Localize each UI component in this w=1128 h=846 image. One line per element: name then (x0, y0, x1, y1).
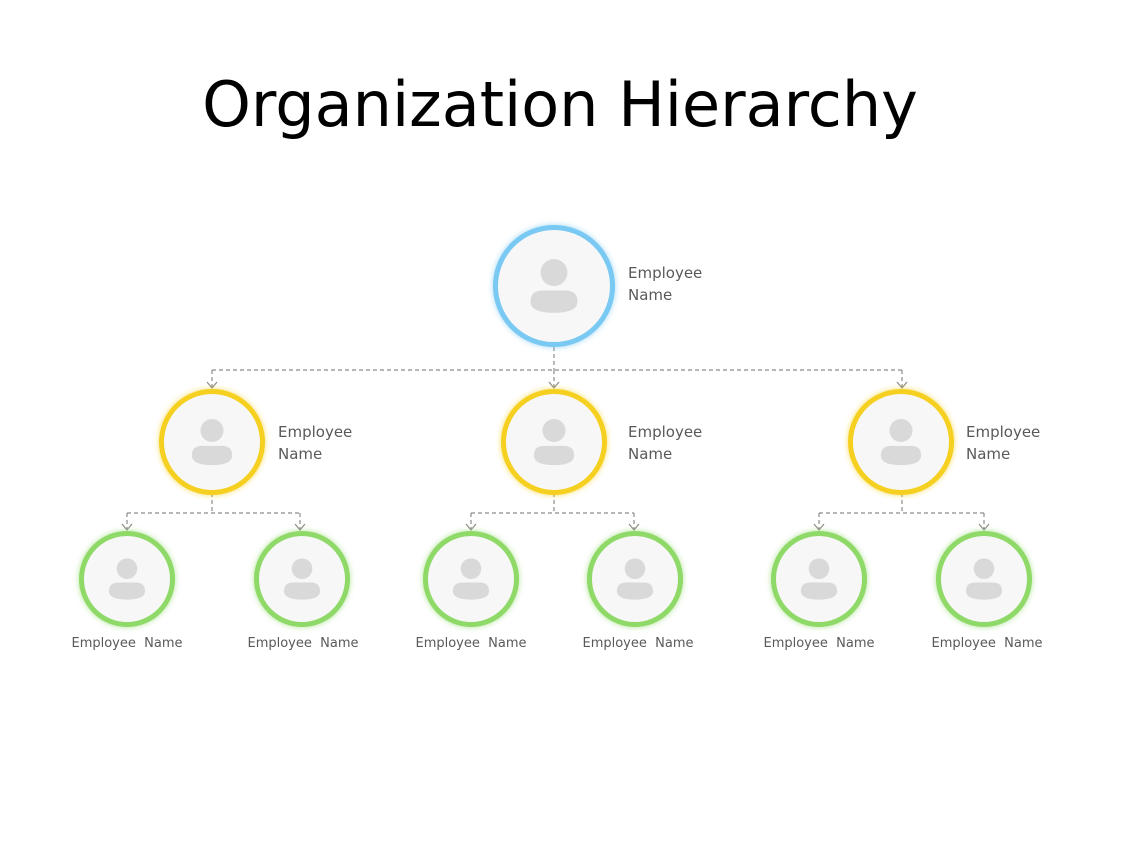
staff-node[interactable] (423, 531, 519, 627)
person-avatar-icon (616, 558, 654, 600)
label-line-2: Name (966, 445, 1011, 463)
arrow-down-icon (896, 381, 908, 389)
label-line-1: Employee (628, 264, 703, 282)
person-avatar-icon (530, 259, 578, 313)
label-line-2: Name (628, 445, 673, 463)
arrow-down-icon (548, 381, 560, 389)
arrow-down-icon (121, 523, 133, 531)
label-line-2: Name (628, 286, 673, 304)
person-avatar-icon (880, 418, 922, 466)
manager-node[interactable] (501, 389, 607, 495)
label-line-1: Employee (966, 423, 1041, 441)
arrow-down-icon (294, 523, 306, 531)
person-avatar-icon (533, 418, 575, 466)
manager-label: Employee Name (278, 421, 352, 465)
arrow-down-icon (813, 523, 825, 531)
arrow-down-icon (978, 523, 990, 531)
manager-node[interactable] (159, 389, 265, 495)
label-line-1: Employee (628, 423, 703, 441)
manager-label: Employee Name (966, 421, 1040, 465)
label-line-1: Employee (278, 423, 353, 441)
staff-label: Employee Name (582, 636, 694, 651)
staff-node[interactable] (79, 531, 175, 627)
staff-node[interactable] (254, 531, 350, 627)
person-avatar-icon (108, 558, 146, 600)
label-line-2: Name (278, 445, 323, 463)
root-employee-label: Employee Name (628, 262, 702, 306)
person-avatar-icon (283, 558, 321, 600)
arrow-down-icon (206, 381, 218, 389)
manager-node[interactable] (848, 389, 954, 495)
staff-label: Employee Name (415, 636, 527, 651)
staff-label: Employee Name (931, 636, 1043, 651)
person-avatar-icon (800, 558, 838, 600)
person-avatar-icon (965, 558, 1003, 600)
arrow-down-icon (465, 523, 477, 531)
staff-label: Employee Name (247, 636, 359, 651)
person-avatar-icon (452, 558, 490, 600)
manager-label: Employee Name (628, 421, 702, 465)
staff-node[interactable] (936, 531, 1032, 627)
staff-node[interactable] (587, 531, 683, 627)
staff-label: Employee Name (71, 636, 183, 651)
page-title: Organization Hierarchy (202, 68, 918, 141)
staff-label: Employee Name (763, 636, 875, 651)
arrow-down-icon (628, 523, 640, 531)
root-employee-node[interactable] (493, 225, 615, 347)
staff-node[interactable] (771, 531, 867, 627)
person-avatar-icon (191, 418, 233, 466)
